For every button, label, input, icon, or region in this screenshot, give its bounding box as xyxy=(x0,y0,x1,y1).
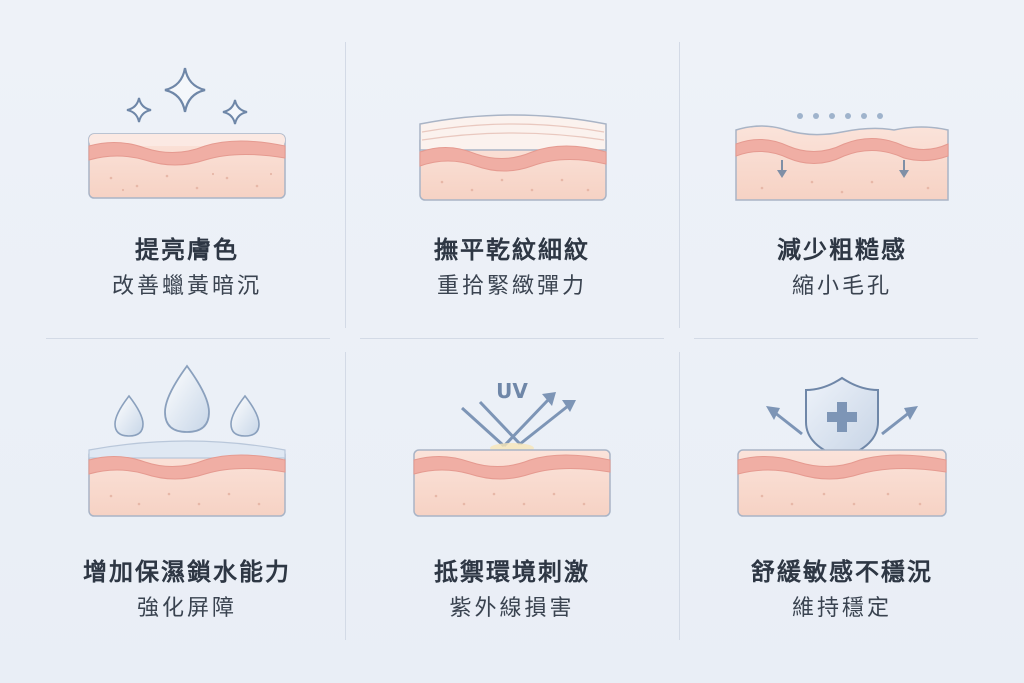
benefit-title: 舒緩敏感不穩況 xyxy=(751,558,933,586)
shield-icon xyxy=(737,376,947,517)
benefit-title: 提亮膚色 xyxy=(135,236,239,264)
benefit-title: 抵禦環境刺激 xyxy=(434,558,590,586)
benefit-title: 撫平乾紋細紋 xyxy=(434,236,590,264)
benefit-subtitle: 強化屏障 xyxy=(136,596,237,621)
divider-vertical xyxy=(679,42,680,328)
benefit-subtitle: 改善蠟黃暗沉 xyxy=(111,274,262,299)
benefit-card-pores: 減少粗糙感 縮小毛孔 xyxy=(682,40,1002,340)
benefit-card-brighten: 提亮膚色 改善蠟黃暗沉 xyxy=(27,40,347,340)
uv-reflect-icon: UV xyxy=(413,379,611,517)
benefit-card-soothe: 舒緩敏感不穩況 維持穩定 xyxy=(682,350,1002,650)
benefit-subtitle: 維持穩定 xyxy=(791,596,892,621)
benefit-card-uv: UV 抵禦環境刺激 紫外線損害 xyxy=(352,350,672,650)
benefit-card-hydration: 增加保濕鎖水能力 強化屏障 xyxy=(27,350,347,650)
pore-icon xyxy=(735,113,949,201)
divider-vertical xyxy=(345,352,346,640)
benefit-card-smooth: 撫平乾紋細紋 重拾緊緻彈力 xyxy=(352,40,672,340)
divider-vertical xyxy=(345,42,346,328)
water-drop-icon xyxy=(88,364,286,517)
benefit-title: 減少粗糙感 xyxy=(777,236,907,264)
uv-label: UV xyxy=(496,379,528,403)
divider-horizontal xyxy=(694,338,978,339)
benefit-subtitle: 重拾緊緻彈力 xyxy=(436,274,587,299)
sparkle-icon xyxy=(88,67,286,199)
benefit-title: 增加保濕鎖水能力 xyxy=(83,558,291,586)
divider-horizontal xyxy=(360,338,664,339)
divider-horizontal xyxy=(46,338,330,339)
benefit-subtitle: 紫外線損害 xyxy=(449,596,575,621)
benefit-subtitle: 縮小毛孔 xyxy=(791,274,892,299)
divider-vertical xyxy=(679,352,680,640)
smooth-layer-icon xyxy=(419,114,607,201)
